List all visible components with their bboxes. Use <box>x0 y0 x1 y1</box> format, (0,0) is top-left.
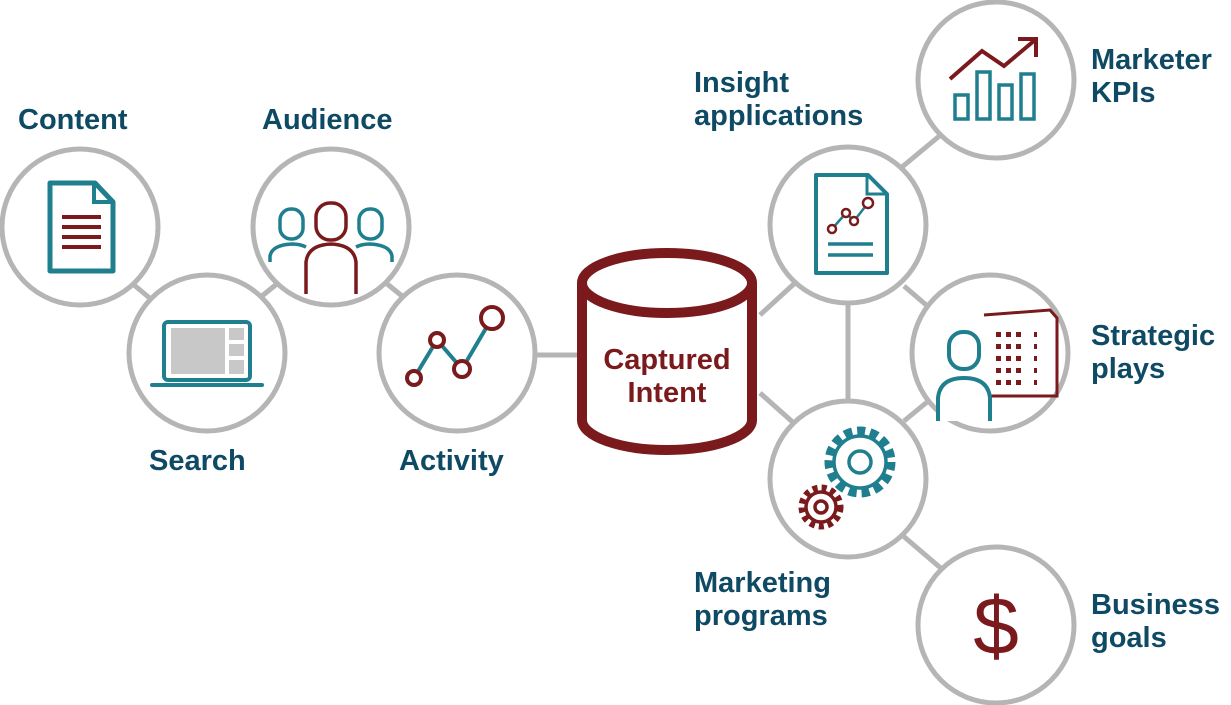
activity-label: Activity <box>399 445 504 477</box>
svg-text:$: $ <box>973 581 1019 672</box>
bar-chart-icon <box>948 37 1038 121</box>
people-icon <box>268 201 394 294</box>
search-label: Search <box>149 445 246 477</box>
dollar-icon: $ <box>973 581 1019 672</box>
captured-intent-line2: Intent <box>627 377 707 409</box>
node-ring-insight <box>767 144 929 306</box>
gears-icon <box>798 426 896 530</box>
report-chart-icon <box>814 173 889 275</box>
node-ring-activity <box>376 272 538 434</box>
database-icon <box>577 248 757 455</box>
connector-marketing-business <box>900 533 945 572</box>
line-chart-icon <box>405 305 505 387</box>
node-ring-audience <box>250 146 412 308</box>
document-icon <box>47 180 116 274</box>
node-ring-business <box>915 544 1077 705</box>
laptop-icon <box>150 320 264 387</box>
node-ring-kpis <box>915 0 1077 161</box>
audience-label: Audience <box>262 104 393 136</box>
node-ring-marketing <box>767 398 929 560</box>
connector-search-audience <box>260 281 280 298</box>
connector-intent-insight <box>758 280 798 317</box>
connector-insight-kpis <box>900 131 945 169</box>
connector-audience-activity <box>384 281 404 298</box>
connector-intent-marketing <box>758 391 798 427</box>
captured-intent-line1: Captured <box>603 344 731 376</box>
person-building-icon <box>936 308 1059 421</box>
content-label: Content <box>18 104 128 136</box>
captured-intent-label: Captured Intent <box>577 344 757 410</box>
